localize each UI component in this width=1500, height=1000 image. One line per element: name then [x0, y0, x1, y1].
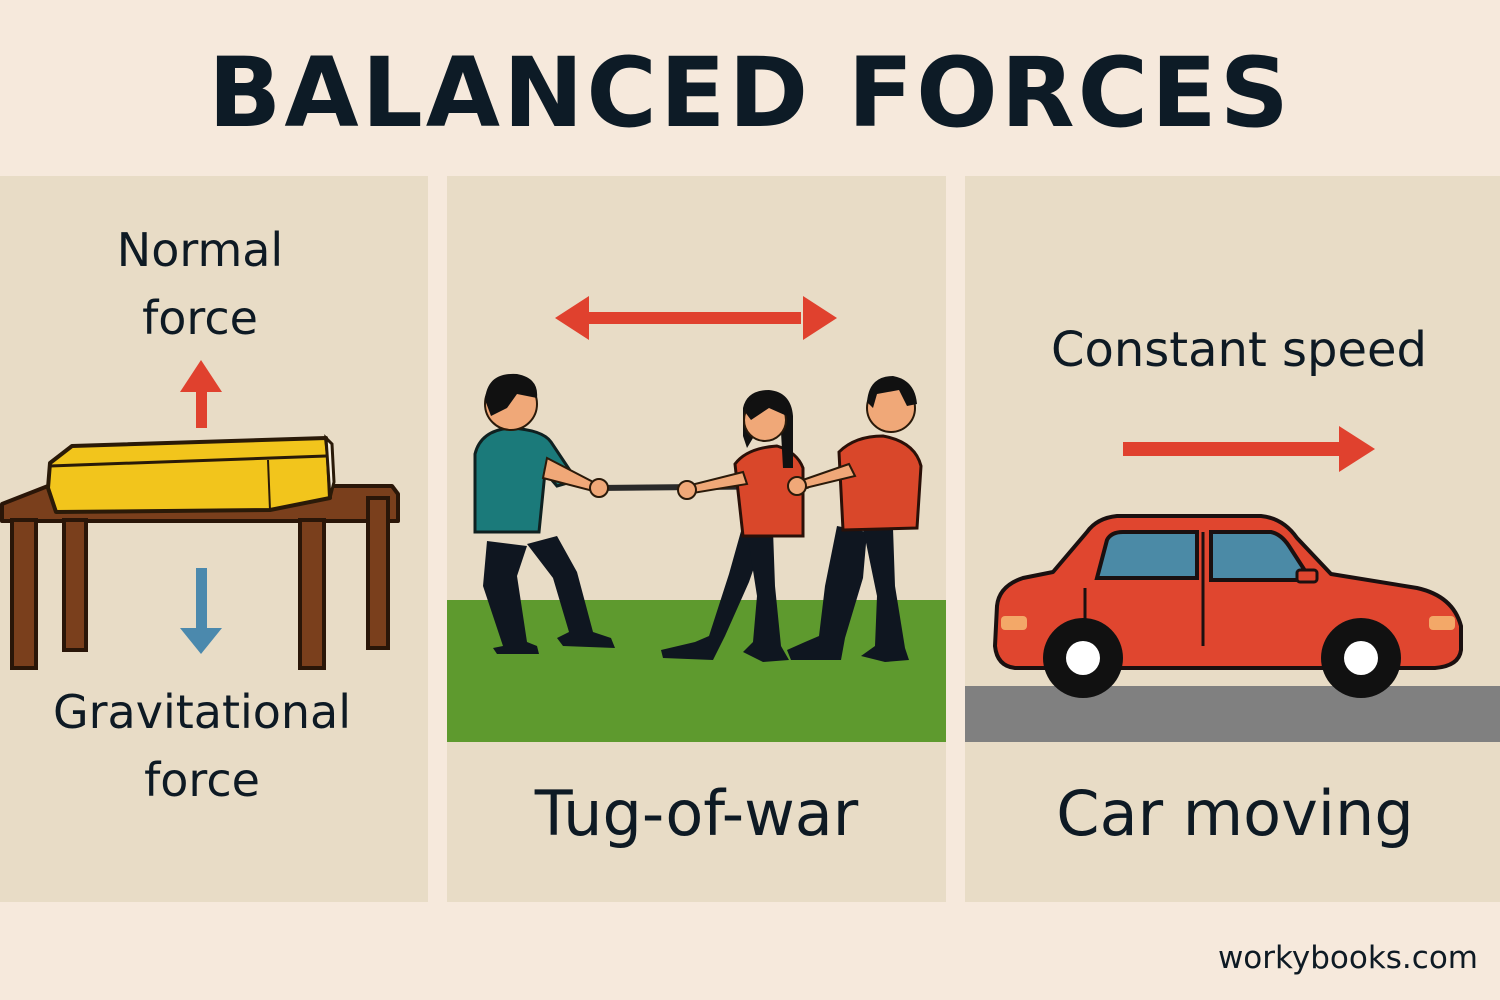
- tug-of-war-illustration: [447, 296, 946, 742]
- gravitational-force-label-line1: Gravitational: [52, 685, 352, 739]
- normal-force-label: Normal force: [50, 216, 350, 352]
- constant-speed-label: Constant speed: [1050, 322, 1428, 378]
- panel-tug-of-war: Tug-of-war: [447, 176, 946, 902]
- book: [46, 434, 336, 514]
- grass: [447, 600, 946, 742]
- normal-force-label-line1: Normal: [116, 223, 284, 277]
- car-moving-caption: Car moving: [1056, 777, 1414, 850]
- panel-car-moving: Constant speed Car moving: [965, 176, 1500, 902]
- normal-force-arrow: [180, 360, 222, 428]
- normal-force-label-line2: force: [142, 291, 258, 345]
- car-illustration: [965, 426, 1500, 742]
- gravitational-force-label-line2: force: [144, 753, 260, 807]
- person-right: [787, 376, 923, 662]
- constant-speed-arrow: [1123, 426, 1375, 472]
- person-middle: [661, 390, 805, 662]
- double-headed-arrow: [555, 296, 837, 340]
- gravitational-force-label: Gravitational force: [0, 678, 404, 814]
- road: [965, 686, 1500, 742]
- footer-site-credit: workybooks.com: [1217, 940, 1478, 976]
- panel-book-on-table: Normal force Gravitational force: [0, 176, 428, 902]
- car: [993, 514, 1463, 698]
- tug-of-war-caption: Tug-of-war: [534, 777, 859, 850]
- page-title: BALANCED FORCES: [208, 37, 1292, 149]
- book-table-illustration: [0, 360, 400, 670]
- gravitational-force-arrow: [180, 568, 222, 654]
- person-left: [473, 373, 615, 654]
